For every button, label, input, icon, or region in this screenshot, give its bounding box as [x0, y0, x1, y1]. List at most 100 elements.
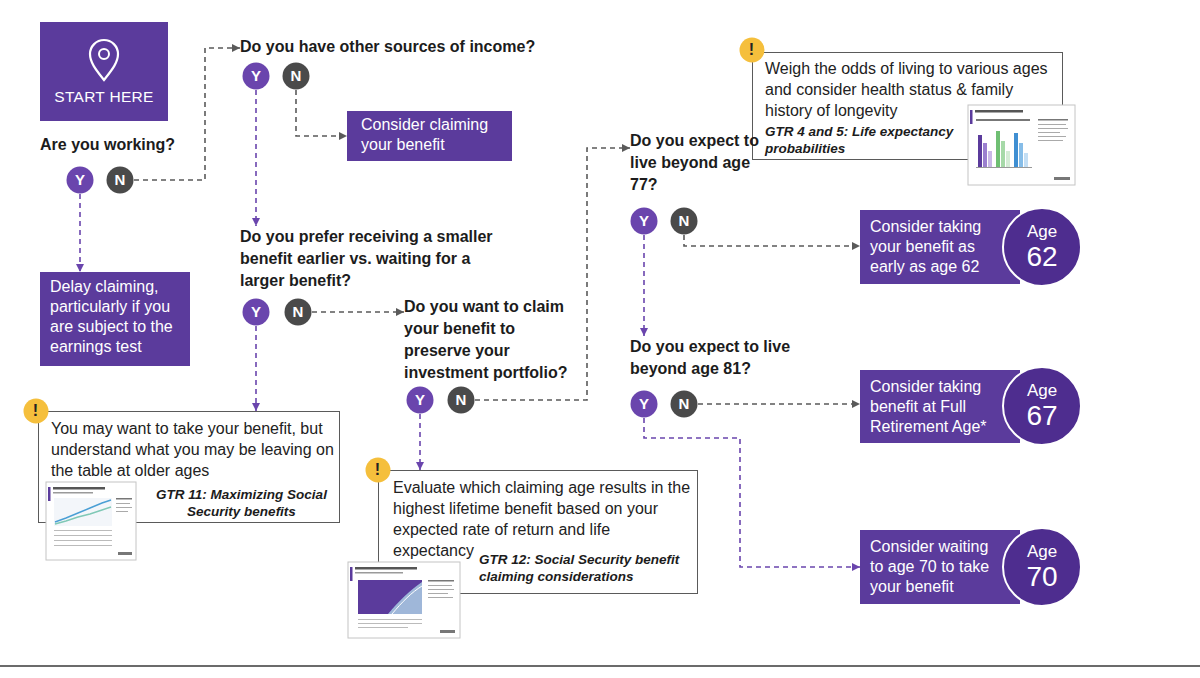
- thumbnail-line: [1038, 119, 1068, 121]
- reference-title: GTR 4 and 5: Life expectancy probabiliti…: [765, 123, 975, 157]
- thumbnail-logo: [440, 630, 455, 633]
- thumbnail-bar: [1001, 141, 1005, 167]
- outcome-text: Consider taking benefit at Full Retireme…: [870, 377, 994, 437]
- age-label: Age: [1002, 381, 1082, 401]
- thumbnail-accent: [350, 567, 353, 581]
- outcome-text: Delay claiming, particularly if you are …: [50, 277, 180, 357]
- question-group: Do you want to claim your benefit to pre…: [404, 296, 584, 414]
- flow-arrow: [134, 48, 240, 180]
- answer-label: Y: [66, 166, 94, 194]
- thumbnail-page: [46, 482, 136, 560]
- thumbnail-line: [976, 119, 1030, 121]
- question-text: Do you prefer receiving a smaller benefi…: [240, 226, 500, 292]
- question-text: Do you expect to live beyond age 77?: [630, 130, 770, 196]
- alert-mark: !: [23, 398, 49, 424]
- circle-outline: [283, 63, 310, 90]
- question-text: Do you have other sources of income?: [240, 36, 550, 58]
- thumbnail-line: [428, 593, 448, 594]
- answer-circle: N: [282, 62, 310, 90]
- answer-circle: Y: [630, 390, 658, 418]
- answer-label: N: [670, 390, 698, 418]
- question-text: Are you working?: [40, 134, 200, 156]
- outcome-text: Consider claiming your benefit: [361, 115, 502, 155]
- circle-outline: [67, 167, 94, 194]
- question-text: Do you expect to live beyond age 81?: [630, 336, 830, 380]
- thumbnail-line: [1038, 128, 1068, 129]
- alert-mark: !: [365, 457, 391, 483]
- thumbnail-curve: [55, 500, 111, 522]
- question-group: Do you expect to live beyond age 77? YN: [630, 130, 770, 235]
- callout-box: You may want to take your benefit, but u…: [38, 411, 340, 523]
- answer-label: N: [284, 298, 312, 326]
- circle-outline: [23, 398, 48, 423]
- bottom-rule: [0, 665, 1200, 667]
- flow-arrow: [255, 326, 257, 411]
- thumbnail-bar: [1006, 151, 1010, 167]
- connectors: [80, 48, 860, 567]
- question-text: Do you want to claim your benefit to pre…: [404, 296, 584, 384]
- thumbnail-bar: [988, 151, 992, 167]
- flow-arrow: [79, 194, 81, 272]
- thumbnail-accent: [970, 110, 973, 124]
- circle-outline: [448, 387, 475, 414]
- answer-label: Y: [630, 207, 658, 235]
- outcome-box: Delay claiming, particularly if you are …: [40, 272, 190, 366]
- answer-circle: Y: [406, 386, 434, 414]
- thumbnail-line: [54, 545, 112, 546]
- answer-label: N: [282, 62, 310, 90]
- report-thumbnail: [46, 482, 136, 560]
- flow-arrow: [475, 148, 630, 400]
- thumbnail-line: [428, 580, 454, 582]
- outcome-box: Consider waiting to age 70 to take your …: [860, 530, 1020, 604]
- callout-text: You may want to take your benefit, but u…: [51, 418, 335, 481]
- thumbnail-line: [116, 511, 128, 512]
- flow-arrow: [684, 235, 860, 246]
- thumbnail-accent: [48, 487, 51, 501]
- circle-outline: [1003, 367, 1081, 445]
- thumbnail-line: [355, 567, 417, 570]
- outcome-box: Consider claiming your benefit: [347, 111, 512, 161]
- flow-arrow: [643, 235, 645, 336]
- age-circle: Age67: [1002, 366, 1082, 446]
- thumbnail-line: [53, 492, 93, 494]
- thumbnail-line: [428, 585, 452, 586]
- alert-icon: !: [23, 398, 49, 424]
- circle-outline: [365, 457, 390, 482]
- thumbnail-line: [1038, 140, 1063, 141]
- question-group: Are you working?YN: [40, 134, 200, 196]
- thumbnail-line: [116, 507, 132, 508]
- thumbnail-line: [53, 487, 105, 490]
- question-group: Do you have other sources of income?YN: [240, 36, 550, 92]
- thumbnail-bar: [983, 143, 987, 167]
- thumbnail-bar: [1019, 143, 1023, 167]
- report-thumbnail: [968, 105, 1075, 185]
- thumbnail-line: [116, 503, 130, 504]
- thumbnail-curve: [392, 586, 422, 614]
- answer-circle: N: [447, 386, 475, 414]
- outcome-text: Consider taking your benefit as early as…: [870, 217, 994, 277]
- reference-title: GTR 11: Maximizing Social Security benef…: [144, 486, 339, 520]
- circle-outline: [243, 299, 270, 326]
- circle-outline: [107, 167, 134, 194]
- thumbnail-page: [348, 562, 460, 638]
- location-pin-icon: [90, 40, 118, 80]
- thumbnail-page: [968, 105, 1075, 185]
- answer-circle: N: [670, 390, 698, 418]
- thumbnail-line: [358, 619, 422, 620]
- start-box: START HERE: [40, 22, 168, 121]
- callout-text: Evaluate which claiming age results in t…: [393, 477, 693, 561]
- answer-circle: N: [670, 207, 698, 235]
- report-thumbnail: [348, 562, 460, 638]
- circle-outline: [671, 391, 698, 418]
- age-label: Age: [1002, 542, 1082, 562]
- thumbnail-line: [54, 540, 112, 541]
- alert-icon: !: [739, 37, 765, 63]
- thumbnail-bar: [978, 135, 982, 167]
- thumbnail-line: [54, 530, 112, 531]
- thumbnail-line: [1038, 136, 1066, 137]
- thumbnail-line: [358, 623, 422, 624]
- flow-arrow: [255, 90, 257, 226]
- outcome-box: Consider taking benefit at Full Retireme…: [860, 370, 1020, 443]
